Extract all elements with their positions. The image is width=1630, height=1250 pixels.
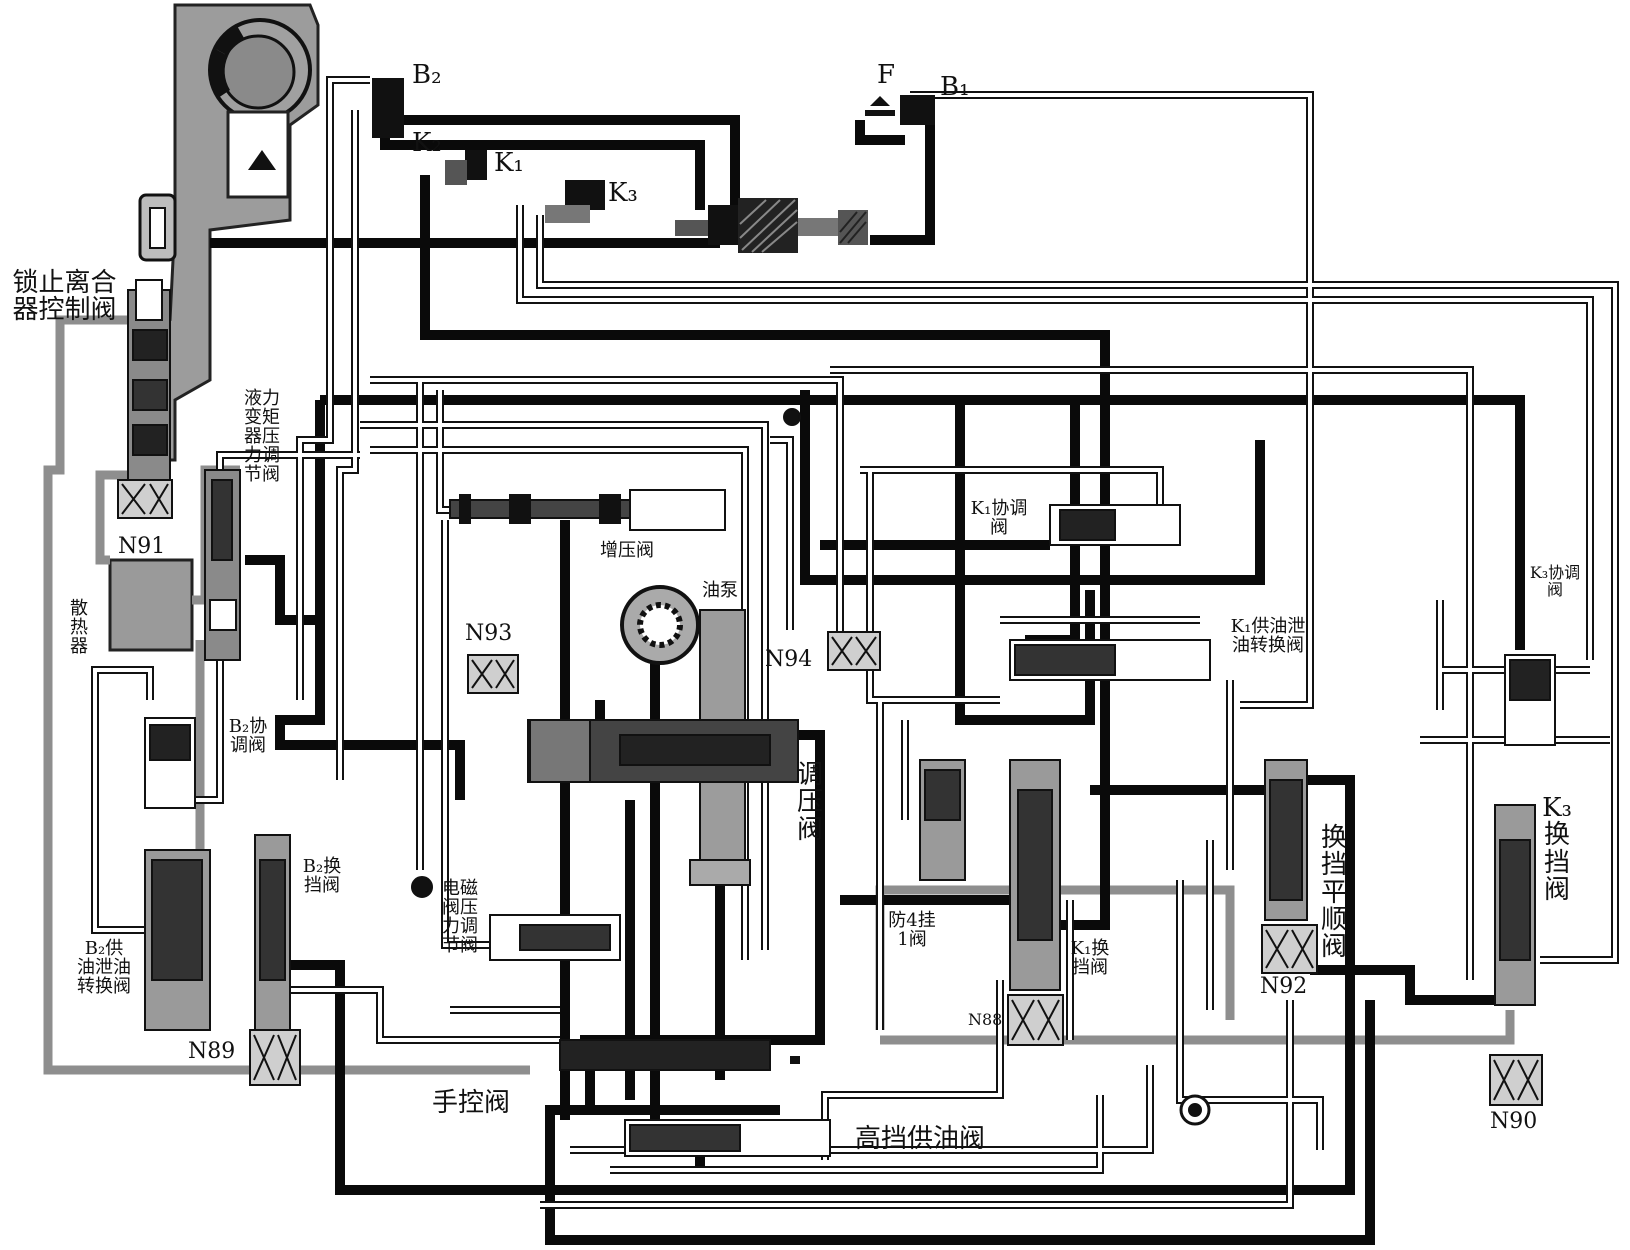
label-boost-valve: 增压阀 xyxy=(600,540,654,561)
label-k1-supply: K₁供油泄油转换阀 xyxy=(1230,616,1306,656)
label-anti4: 防4挂1阀 xyxy=(888,910,936,950)
valve-bodies xyxy=(117,279,1556,1157)
label-k3: K₃ xyxy=(608,178,638,208)
label-solenoid-reg: 电磁阀压力调节阀 xyxy=(442,878,478,956)
solenoid-marks xyxy=(121,483,1539,1101)
label-k2: K₂ xyxy=(412,128,442,158)
label-k1-shift: K₁换挡阀 xyxy=(1070,938,1110,978)
control-line-inner xyxy=(93,78,1617,1207)
label-n92: N92 xyxy=(1260,974,1308,999)
radiator-block xyxy=(108,558,194,652)
label-n88: N88 xyxy=(968,1010,1003,1029)
label-torque-converter-valve: 液力变矩器压力调节阀 xyxy=(244,388,280,485)
label-b2-shift: B₂换挡阀 xyxy=(302,856,342,896)
label-b2-supply: B₂供油泄油转换阀 xyxy=(77,938,131,997)
label-n89: N89 xyxy=(188,1039,236,1064)
label-n93: N93 xyxy=(465,621,513,646)
label-radiator: 散热器 xyxy=(70,598,88,657)
clutch-brake-blocks xyxy=(372,78,935,253)
label-manual-valve: 手控阀 xyxy=(432,1088,511,1118)
label-high-supply: 高挡供油阀 xyxy=(855,1124,986,1154)
label-b2-coord: B₂协调阀 xyxy=(228,716,268,756)
label-f: F xyxy=(877,60,896,90)
label-k3-coord: K₃协调阀 xyxy=(1529,563,1581,599)
label-k3-shift: K₃换挡阀 xyxy=(1542,793,1572,905)
label-n91: N91 xyxy=(118,534,166,559)
torque-converter xyxy=(138,3,320,462)
label-k1-coord: K₁协调阀 xyxy=(970,498,1028,538)
label-k1: K₁ xyxy=(494,148,524,178)
label-n90: N90 xyxy=(1490,1109,1538,1134)
label-shift-smooth: 换挡平顺阀 xyxy=(1320,823,1347,963)
label-oil-pump: 油泵 xyxy=(702,580,738,601)
label-n94: N94 xyxy=(765,647,813,672)
label-b2-top: B₂ xyxy=(412,60,442,90)
label-b1: B₁ xyxy=(940,72,970,102)
label-regulator: 调压阀 xyxy=(796,760,823,845)
label-lockup-valve: 锁止离合器控制阀 xyxy=(12,268,117,326)
